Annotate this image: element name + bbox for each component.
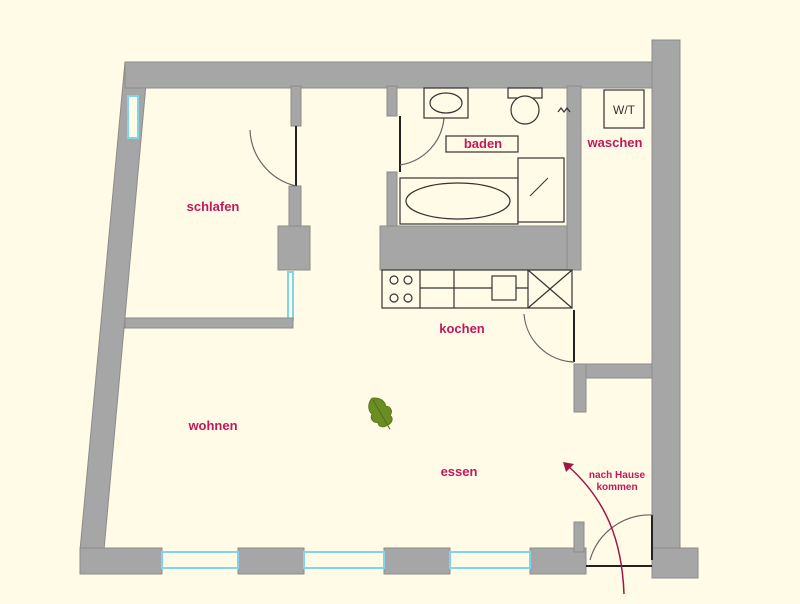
burner-3: [389, 293, 399, 303]
doors: [249, 116, 653, 567]
wall-bottom-mid-1: [237, 547, 305, 575]
bath-door-swing: [399, 117, 445, 166]
label-wohnen: wohnen: [187, 418, 237, 433]
window-bedroom: [287, 271, 294, 321]
wall-top: [124, 61, 654, 89]
wall-bath-left: [386, 85, 398, 117]
oak-leaf-icon: [368, 397, 393, 430]
bathtub-inner: [405, 182, 511, 220]
wall-bath-kitchen: [379, 225, 577, 271]
sink-basin: [429, 92, 463, 114]
label-waschen: waschen: [587, 135, 643, 150]
wall-bottom-mid-2: [383, 547, 451, 575]
label-entrance-line1: nach Hause: [589, 470, 646, 481]
window-left: [127, 95, 139, 139]
bedroom-door-swing: [249, 129, 297, 187]
cabinet-cross-2: [527, 269, 573, 309]
window-bottom-1: [161, 551, 239, 569]
wall-bottom-left: [79, 547, 163, 575]
curved-arrow-icon: [563, 462, 625, 595]
label-kochen: kochen: [439, 321, 485, 336]
burner-1: [389, 275, 399, 285]
wall-bedroom-stub-top: [290, 85, 302, 127]
wall-right-base: [651, 547, 699, 579]
bath-shelf: [445, 135, 519, 153]
wall-bath-left-lower: [386, 171, 398, 227]
window-bottom-3: [449, 551, 531, 569]
wall-bedroom-bottom: [124, 317, 294, 329]
window-bottom-2: [303, 551, 385, 569]
burner-2: [403, 275, 413, 285]
kitchen-counter: [381, 269, 573, 309]
washer-symbol: W/T: [613, 103, 636, 117]
windows: [127, 95, 531, 569]
wall-bedroom-block: [277, 225, 311, 271]
wall-hall-v: [573, 363, 587, 413]
washer-box: [603, 89, 645, 129]
label-schlafen: schlafen: [187, 199, 240, 214]
kitchen-door-swing: [523, 313, 575, 363]
radiator: [557, 107, 571, 113]
inner-walls: [124, 85, 653, 553]
burner-4: [403, 293, 413, 303]
wall-entry-stub: [573, 521, 585, 553]
wall-bedroom-stub-mid: [288, 185, 302, 227]
washer: W/T: [603, 89, 645, 129]
shower-drain: [529, 177, 549, 197]
label-essen: essen: [441, 464, 478, 479]
wall-wash-left: [566, 85, 582, 271]
label-entrance-line2: kommen: [596, 482, 637, 493]
toilet-bowl: [510, 95, 540, 125]
room-labels: schlafen baden waschen kochen wohnen ess…: [187, 135, 646, 493]
label-baden: baden: [464, 136, 502, 151]
wall-right-column: [651, 39, 681, 559]
bathroom-fixtures: [399, 87, 571, 225]
shower: [517, 157, 565, 223]
entry-door-swing: [589, 514, 653, 561]
counter: [381, 269, 573, 309]
kitchen-sink: [491, 275, 517, 301]
